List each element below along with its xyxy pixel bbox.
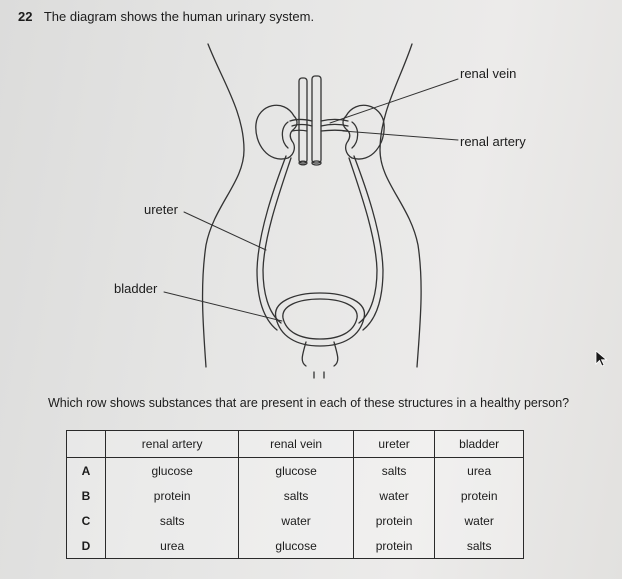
- table-cell: glucose: [104, 457, 240, 483]
- table-cell: urea: [434, 457, 524, 483]
- renal-vein-label: renal vein: [460, 66, 517, 81]
- bladder-inner: [282, 298, 358, 340]
- renal-artery-label: renal artery: [460, 134, 526, 149]
- right-ureter: [353, 155, 384, 331]
- table-row[interactable]: D urea glucose protein salts: [66, 533, 524, 559]
- table-row[interactable]: B protein salts water protein: [66, 483, 524, 508]
- table-row[interactable]: C salts water protein water: [66, 508, 524, 533]
- table-cell: glucose: [238, 457, 354, 483]
- urinary-system-diagram: [163, 43, 459, 379]
- renal-artery-pointer: [342, 130, 459, 141]
- header-renal-artery: renal artery: [104, 430, 240, 458]
- left-kidney: [255, 104, 298, 160]
- table-cell: salts: [104, 508, 240, 533]
- bladder-label: bladder: [114, 281, 158, 296]
- question-header: 22 The diagram shows the human urinary s…: [18, 9, 314, 24]
- ureter-label: ureter: [144, 202, 178, 217]
- row-letter: B: [66, 483, 106, 508]
- table-cell: water: [352, 483, 436, 508]
- question-number: 22: [18, 9, 33, 24]
- header-ureter: ureter: [352, 430, 436, 458]
- mouse-cursor-icon: [595, 350, 608, 367]
- right-kidney: [342, 104, 385, 160]
- row-letter: D: [66, 533, 106, 559]
- table-cell: urea: [104, 533, 240, 559]
- urethra: [301, 341, 307, 367]
- table-cell: protein: [434, 483, 524, 508]
- body-outline-right: [379, 43, 422, 368]
- table-header-row: renal artery renal vein ureter bladder: [66, 430, 524, 458]
- table-cell: protein: [352, 508, 436, 533]
- body-outline-left: [201, 43, 245, 368]
- header-renal-vein: renal vein: [238, 430, 354, 458]
- vena-cava: [311, 75, 322, 164]
- table-cell: glucose: [238, 533, 354, 559]
- table-cell: salts: [352, 457, 436, 483]
- table-cell: protein: [104, 483, 240, 508]
- renal-vein-pointer: [329, 78, 459, 124]
- table-cell: salts: [238, 483, 354, 508]
- table-row[interactable]: A glucose glucose salts urea: [66, 457, 524, 483]
- aorta: [298, 77, 308, 164]
- table-cell: protein: [352, 533, 436, 559]
- bladder-outer: [274, 292, 366, 347]
- table-cell: water: [238, 508, 354, 533]
- bladder-pointer: [163, 291, 283, 322]
- table-corner-cell: [66, 430, 106, 458]
- question-title: The diagram shows the human urinary syst…: [43, 9, 315, 24]
- table-cell: salts: [434, 533, 524, 559]
- renal-vessels-right: [320, 123, 349, 127]
- ureter-pointer: [183, 211, 267, 251]
- answer-table: renal artery renal vein ureter bladder A…: [66, 430, 524, 559]
- row-letter: A: [66, 457, 106, 483]
- left-ureter: [256, 155, 287, 331]
- question-prompt: Which row shows substances that are pres…: [48, 396, 570, 410]
- row-letter: C: [66, 508, 106, 533]
- table-cell: water: [434, 508, 524, 533]
- renal-vessels-left: [291, 123, 313, 127]
- header-bladder: bladder: [434, 430, 524, 458]
